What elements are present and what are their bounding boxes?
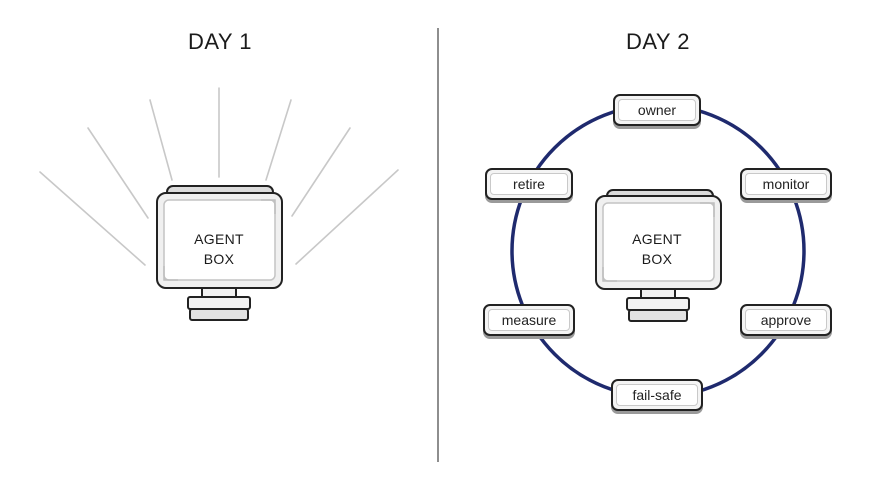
node-owner-label: owner <box>618 99 696 121</box>
agent-box-monitor-day2 <box>595 189 722 322</box>
agent-box-line2: BOX <box>203 251 235 267</box>
panel-divider <box>437 28 439 462</box>
ray <box>149 99 173 181</box>
node-owner: owner <box>613 94 701 126</box>
node-measure: measure <box>483 304 575 336</box>
node-monitor-label: monitor <box>745 173 827 195</box>
node-measure-label: measure <box>488 309 570 331</box>
agent-box-line1: AGENT <box>632 231 682 247</box>
radiating-rays <box>39 87 399 266</box>
agent-box-label-day1: AGENT BOX <box>194 229 244 269</box>
ray <box>39 171 146 266</box>
agent-box-line1: AGENT <box>194 231 244 247</box>
agent-box-monitor-day1 <box>156 185 283 321</box>
node-monitor: monitor <box>740 168 832 200</box>
node-approve: approve <box>740 304 832 336</box>
agent-box-line2: BOX <box>641 251 673 267</box>
agent-box-label-day2: AGENT BOX <box>632 229 682 269</box>
day1-title: DAY 1 <box>187 29 253 54</box>
node-fail-safe: fail-safe <box>611 379 703 411</box>
ray <box>265 99 292 181</box>
ray <box>295 169 399 265</box>
node-retire-label: retire <box>490 173 568 195</box>
day2-title: DAY 2 <box>625 29 691 54</box>
node-approve-label: approve <box>745 309 827 331</box>
node-retire: retire <box>485 168 573 200</box>
ray <box>291 127 351 217</box>
node-fail-safe-label: fail-safe <box>616 384 698 406</box>
ray <box>87 127 149 219</box>
